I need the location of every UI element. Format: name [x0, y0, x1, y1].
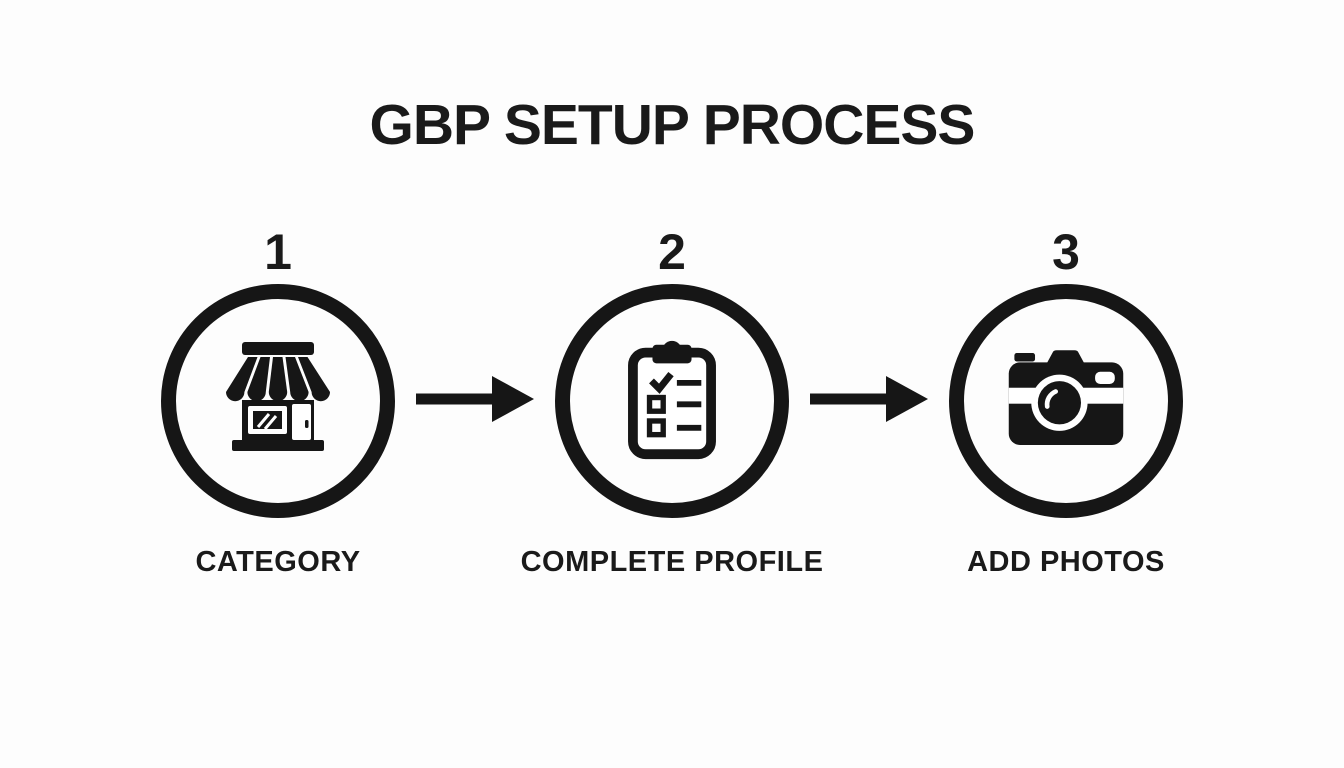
- step-number: 2: [658, 224, 686, 280]
- steps-row: 1: [158, 226, 1186, 579]
- right-arrow-icon: [810, 373, 928, 430]
- right-arrow-icon: [416, 373, 534, 430]
- step-circle: [555, 284, 789, 518]
- page-title: GBP SETUP PROCESS: [369, 93, 976, 157]
- storefront-icon: [218, 340, 338, 463]
- step-label: COMPLETE PROFILE: [520, 546, 824, 578]
- step-label: ADD PHOTOS: [967, 546, 1165, 578]
- step-add-photos: 3 ADD PHOTOS: [946, 226, 1186, 579]
- step-circle: [949, 284, 1183, 518]
- connector-2: [792, 284, 946, 518]
- step-label: CATEGORY: [195, 546, 361, 578]
- step-complete-profile: 2 COMPLETE PROFILE: [521, 224, 823, 579]
- camera-icon: [1005, 349, 1127, 454]
- clipboard-checklist-icon: [623, 335, 721, 467]
- step-number: 1: [264, 224, 292, 280]
- connector-1: [398, 284, 552, 518]
- step-circle: [161, 284, 395, 518]
- step-number: 3: [1052, 224, 1080, 280]
- step-category: 1: [158, 226, 398, 579]
